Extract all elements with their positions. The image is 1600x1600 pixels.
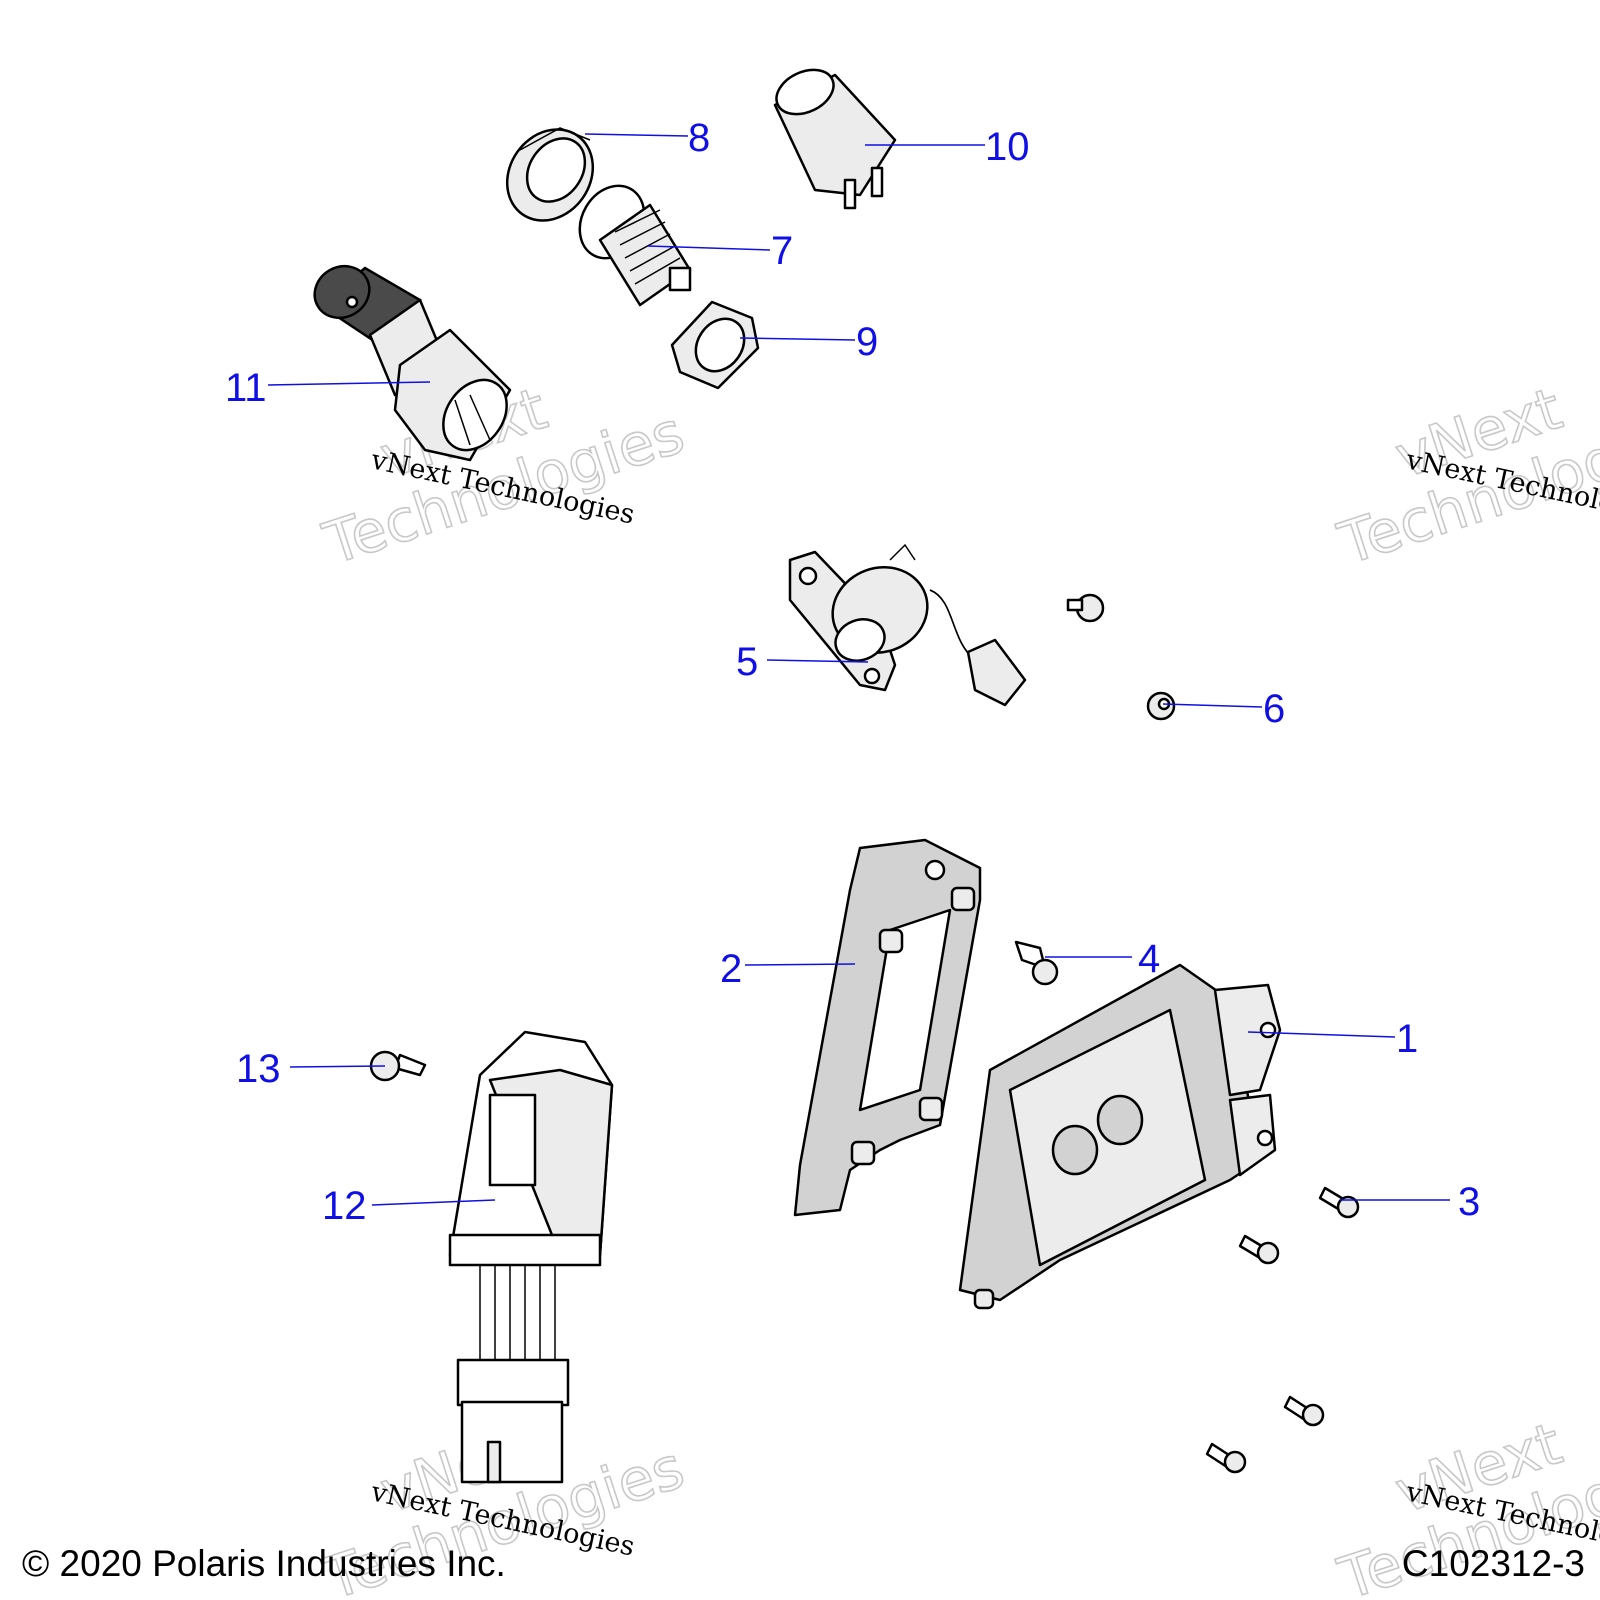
leader-lines bbox=[267, 133, 1450, 1206]
callout-4: 4 bbox=[1138, 937, 1160, 981]
callout-13: 13 bbox=[236, 1047, 281, 1091]
copyright-text: © 2020 Polaris Industries Inc. bbox=[22, 1543, 506, 1584]
part-4-push-rivet bbox=[1014, 940, 1059, 986]
callout-3: 3 bbox=[1458, 1180, 1480, 1224]
callout-10: 10 bbox=[985, 125, 1030, 169]
diagram-id: C102312-3 bbox=[1402, 1543, 1585, 1584]
callout-12: 12 bbox=[322, 1184, 367, 1228]
callout-7: 7 bbox=[771, 229, 793, 273]
part-11-ignition-switch bbox=[313, 264, 512, 462]
part-10-relay bbox=[773, 68, 897, 210]
part-13-screw bbox=[369, 1050, 427, 1082]
callout-11: 11 bbox=[225, 366, 267, 410]
part-9-hex-nut bbox=[670, 300, 760, 390]
callout-1: 1 bbox=[1396, 1017, 1418, 1061]
callout-6: 6 bbox=[1263, 687, 1285, 731]
callout-5: 5 bbox=[736, 640, 758, 684]
part-6-screw bbox=[1146, 691, 1176, 721]
part-5-sensor bbox=[788, 543, 1027, 707]
part-3-screws bbox=[1205, 1186, 1360, 1474]
callout-9: 9 bbox=[856, 320, 878, 364]
callout-2: 2 bbox=[720, 947, 742, 991]
callout-8: 8 bbox=[688, 116, 710, 160]
part-2-bracket bbox=[793, 838, 982, 1217]
part-1-ecu bbox=[958, 963, 1282, 1310]
part-7-threaded-socket bbox=[578, 184, 692, 307]
part-8-nut-ring bbox=[505, 127, 595, 222]
part-6-screw-upper bbox=[1066, 593, 1105, 623]
part-12-module bbox=[448, 1030, 614, 1484]
